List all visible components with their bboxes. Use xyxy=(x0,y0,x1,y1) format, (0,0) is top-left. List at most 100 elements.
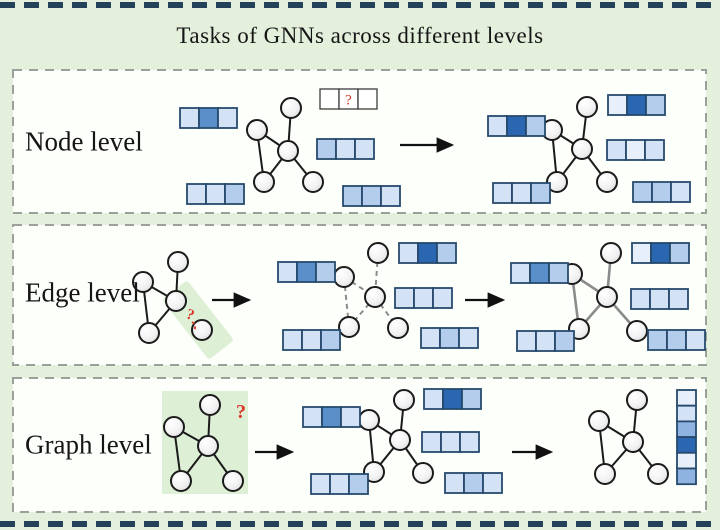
feature-cell xyxy=(666,329,687,351)
feature-vector-node-out-bottomleft xyxy=(492,182,551,204)
feature-vector-edge-out-bottomright xyxy=(647,329,706,351)
graph-node xyxy=(277,140,299,162)
feature-cell xyxy=(282,329,303,351)
feature-cell xyxy=(554,330,575,352)
feature-cell xyxy=(650,242,671,264)
feature-cell xyxy=(670,181,691,203)
graph-node xyxy=(622,431,644,453)
feature-cell xyxy=(310,473,331,495)
feature-vector-edge-out-topleft xyxy=(510,262,569,284)
feature-cell xyxy=(302,406,323,428)
feature-cell xyxy=(296,261,317,283)
feature-cell xyxy=(676,404,697,423)
row-label-edge-level: Edge level xyxy=(25,277,140,308)
feature-cell xyxy=(394,287,415,309)
feature-cell xyxy=(685,329,706,351)
feature-cell xyxy=(329,473,350,495)
feature-cell xyxy=(606,139,627,161)
feature-cell xyxy=(651,181,672,203)
feature-vector-edge-mid-bottomleft xyxy=(282,329,341,351)
feature-vector-graph-mid-topleft xyxy=(302,406,361,428)
graph-node xyxy=(253,171,275,193)
graph-node xyxy=(588,410,610,432)
feature-cell xyxy=(205,183,226,205)
feature-cell xyxy=(380,185,401,207)
figure-title: Tasks of GNNs across different levels xyxy=(176,23,544,48)
graph-node xyxy=(364,286,386,308)
graph-node xyxy=(280,97,302,119)
feature-vector-node-out-topright xyxy=(607,94,666,116)
row-label-node-level: Node level xyxy=(25,126,143,157)
graph-edge xyxy=(374,296,399,329)
feature-cell xyxy=(436,242,457,264)
row-label-graph-level: Graph level xyxy=(25,429,152,460)
graph-edge-middle xyxy=(333,242,409,339)
feature-cell xyxy=(626,94,647,116)
feature-cell xyxy=(647,329,668,351)
feature-cell xyxy=(482,472,503,494)
feature-cell xyxy=(340,406,361,428)
graph-edge xyxy=(348,296,376,328)
graph-node xyxy=(393,389,415,411)
graph-node xyxy=(191,319,213,341)
feature-cell xyxy=(487,115,508,137)
feature-vector-edge-mid-bottomright xyxy=(420,327,479,349)
feature-cell xyxy=(676,389,697,407)
feature-vector-edge-mid-left xyxy=(277,261,336,283)
graph-node xyxy=(363,461,385,483)
feature-cell xyxy=(186,183,207,205)
feature-vector-node-in-bottomright xyxy=(342,185,401,207)
graph-node xyxy=(571,138,593,160)
feature-cell xyxy=(492,182,513,204)
graph-node xyxy=(576,96,598,118)
feature-cell xyxy=(319,88,340,110)
feature-cell xyxy=(461,388,482,410)
feature-vector-graph-mid-topright xyxy=(423,388,482,410)
feature-cell xyxy=(432,287,453,309)
feature-cell xyxy=(348,473,369,495)
feature-vector-node-in-right xyxy=(316,138,375,160)
feature-cell xyxy=(301,329,322,351)
graph-node xyxy=(333,266,355,288)
feature-cell xyxy=(630,288,651,310)
feature-cell xyxy=(631,242,652,264)
graph-node xyxy=(199,394,221,416)
feature-cell xyxy=(506,115,527,137)
feature-cell xyxy=(198,107,219,129)
graph-node xyxy=(626,320,648,342)
graph-node xyxy=(197,435,219,457)
feature-cell xyxy=(277,261,298,283)
graph-graph-input xyxy=(163,394,244,492)
feature-cell xyxy=(421,431,442,453)
feature-cell xyxy=(440,431,461,453)
feature-vector-node-out-bottomright xyxy=(632,181,691,203)
feature-cell xyxy=(607,94,628,116)
graph-node xyxy=(626,389,648,411)
feature-cell xyxy=(530,182,551,204)
graph-node xyxy=(647,463,669,485)
feature-cell xyxy=(335,138,356,160)
graph-node xyxy=(596,286,618,308)
feature-cell xyxy=(676,436,697,454)
feature-cell xyxy=(548,262,569,284)
feature-cell xyxy=(354,138,375,160)
graph-node xyxy=(167,251,189,273)
feature-cell xyxy=(413,287,434,309)
feature-cell xyxy=(439,327,460,349)
feature-vector-node-in-topleft xyxy=(179,107,238,129)
bottom-dashed-border xyxy=(0,521,720,527)
feature-cell xyxy=(676,467,697,486)
feature-cell xyxy=(315,261,336,283)
feature-vector-edge-out-topright xyxy=(631,242,690,264)
feature-vector-graph-mid-bottomright xyxy=(444,472,503,494)
graph-edge-input xyxy=(132,251,213,344)
feature-cell xyxy=(217,107,238,129)
feature-vector-node-in-bottomleft xyxy=(186,183,245,205)
graph-node-input xyxy=(246,97,324,193)
feature-cell xyxy=(463,472,484,494)
feature-cell xyxy=(510,262,531,284)
panel-edge-level xyxy=(12,224,707,366)
feature-cell xyxy=(398,242,419,264)
feature-vector-edge-out-bottomleft xyxy=(516,330,575,352)
